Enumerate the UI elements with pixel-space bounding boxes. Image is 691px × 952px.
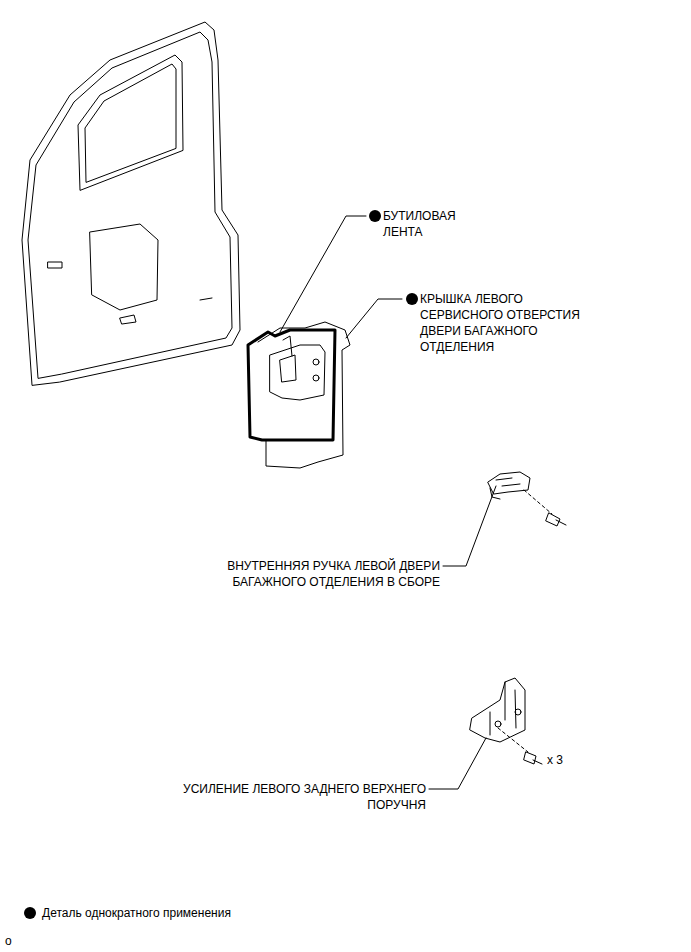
quantity-label: x 3 [547,752,587,768]
grip-reinforcement [470,678,542,764]
inner-handle [488,472,566,526]
part-label: ВНУТРЕННЯЯ РУЧКА ЛЕВОЙ ДВЕРИ БАГАЖНОГО О… [190,558,440,590]
part-label: КРЫШКА ЛЕВОГО СЕРВИСНОГО ОТВЕРСТИЯ ДВЕРИ… [420,291,588,355]
part-label: БУТИЛОВАЯ ЛЕНТА [383,208,473,240]
legend-text: Деталь однократного применения [42,905,231,921]
part-label: УСИЛЕНИЕ ЛЕВОГО ЗАДНЕГО ВЕРХНЕГО ПОРУЧНЯ [150,781,426,813]
service-hole-cover [248,322,350,468]
door-panel [22,22,240,385]
page-mark: o [5,933,25,949]
